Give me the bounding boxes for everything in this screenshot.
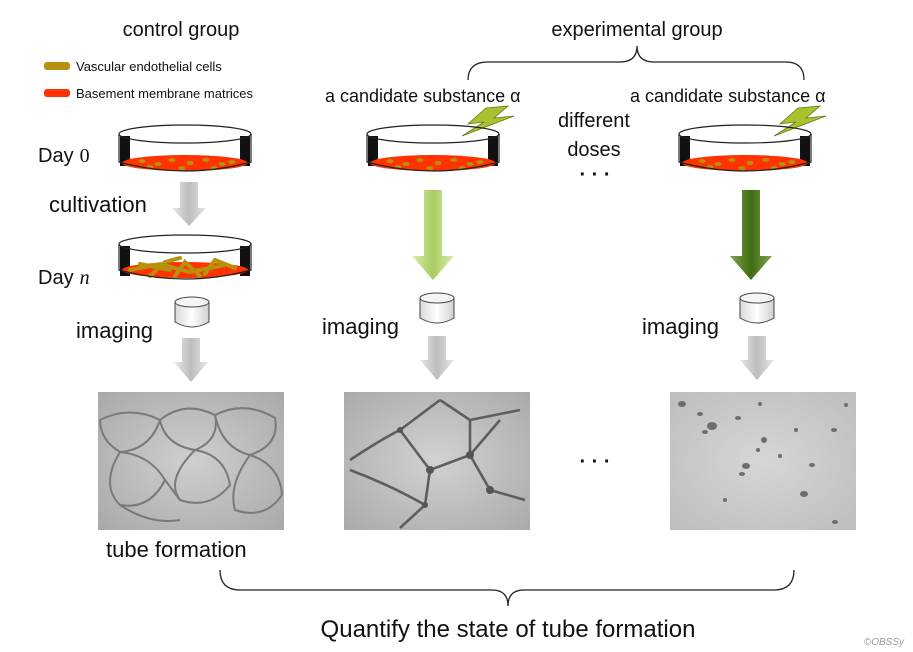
legend-label-matrix: Basement membrane matrices: [76, 86, 254, 101]
different-label: different: [558, 110, 630, 132]
ellipsis-top: · · ·: [579, 164, 610, 186]
micrograph-high-dose: [670, 392, 856, 530]
petri-dish-high-dose: [678, 124, 812, 172]
quantify-label: Quantify the state of tube formation: [321, 616, 696, 643]
lightning-icon-low: [461, 105, 515, 137]
bottom-brace: [219, 569, 795, 607]
arrow-cultivation-low: [412, 190, 454, 280]
imaging-label-low: imaging: [322, 314, 399, 339]
arrow-imaging-control: [174, 338, 208, 382]
substance-label-high: a candidate substance α: [630, 86, 826, 106]
petri-dish-day0: [118, 124, 252, 172]
imaging-label-high: imaging: [642, 314, 719, 339]
substance-label-low: a candidate substance α: [325, 86, 521, 106]
experimental-brace: [467, 45, 805, 81]
arrow-imaging-low: [420, 336, 454, 380]
legend: Vascular endothelial cells Basement memb…: [44, 59, 254, 101]
doses-label: doses: [567, 139, 620, 161]
micrograph-control: [98, 392, 284, 530]
imaging-device-icon-control: [174, 296, 210, 328]
copyright-label: ©OBSSy: [864, 637, 905, 648]
arrow-cultivation-high: [730, 190, 772, 280]
imaging-label-control: imaging: [76, 318, 153, 343]
legend-label-cells: Vascular endothelial cells: [76, 59, 222, 74]
experimental-group-title: experimental group: [551, 19, 722, 41]
lightning-icon-high: [773, 105, 827, 137]
petri-dish-low-dose: [366, 124, 500, 172]
arrow-cultivation: [172, 182, 206, 226]
imaging-device-icon-low: [419, 292, 455, 324]
control-group-title: control group: [123, 19, 240, 41]
legend-swatch-matrix: [44, 89, 70, 97]
ellipsis-bottom: · · ·: [579, 451, 610, 473]
cultivation-label: cultivation: [49, 192, 147, 217]
petri-dish-dayn: [118, 234, 252, 280]
arrow-imaging-high: [740, 336, 774, 380]
legend-swatch-cells: [44, 62, 70, 70]
micrograph-low-dose: [344, 392, 530, 530]
tube-formation-label: tube formation: [106, 537, 247, 562]
imaging-device-icon-high: [739, 292, 775, 324]
